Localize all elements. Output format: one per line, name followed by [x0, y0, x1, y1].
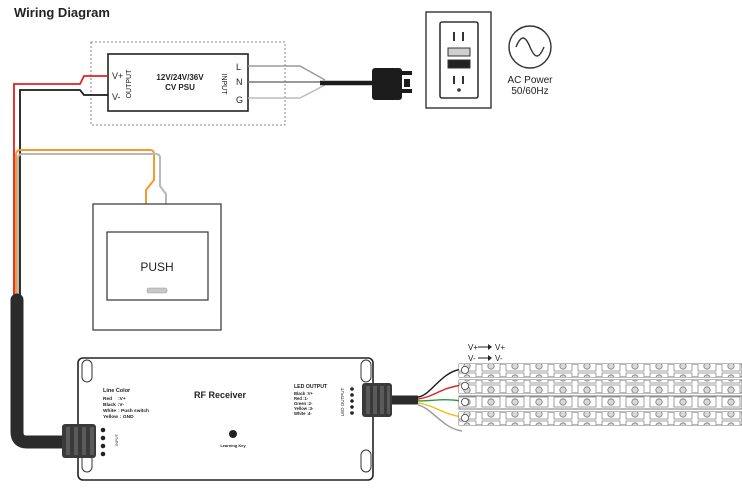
psu-l-label: L: [236, 62, 241, 72]
page-title: Wiring Diagram: [14, 5, 110, 20]
psu-name-line1: 12V/24V/36V: [156, 73, 204, 82]
ac-plug: [372, 68, 412, 100]
psu-output-label: OUTPUT: [126, 69, 133, 99]
line-color-title: Line Color: [103, 388, 131, 394]
learning-key-button[interactable]: [229, 430, 237, 438]
switch-indicator: [146, 287, 168, 294]
psu-input-label: INPUT: [220, 74, 227, 96]
cable-bundle: [10, 293, 77, 449]
psu-n-label: N: [236, 77, 243, 87]
led-output-1: Red :1-: [294, 396, 309, 401]
line-color-black: Black:V-: [103, 402, 124, 408]
led-strip-row: [458, 395, 742, 410]
led-strip-row: [458, 379, 742, 394]
led-strips: V+ V- V+ V-: [458, 343, 742, 426]
psu-to-receiver-wires: [13, 75, 108, 305]
ac-power-label: AC Power: [507, 75, 553, 86]
led-output-2: Green :2-: [294, 401, 313, 406]
switch-label: PUSH: [140, 260, 173, 274]
led-output-title: LED OUTPUT: [294, 384, 328, 390]
led-output-0: Black :V+: [294, 391, 314, 396]
receiver-body: [77, 357, 374, 481]
plug-body: [372, 68, 402, 100]
receiver-input-side-label: INPUT: [114, 433, 119, 446]
led-output-4: White :4-: [294, 411, 312, 416]
push-switch: PUSH: [92, 203, 222, 331]
led-output-side-label: LED OUTPUT: [340, 388, 345, 417]
strip-vplus-right: V+: [495, 343, 505, 352]
psu-vplus-label: V+: [112, 71, 123, 81]
output-wires: [392, 368, 463, 432]
psu-g-label: G: [236, 95, 243, 105]
led-strip-row: [458, 411, 742, 426]
power-supply: V+ V- OUTPUT 12V/24V/36V CV PSU INPUT L …: [90, 41, 286, 126]
led-strip-row: [458, 363, 742, 378]
input-gland: [62, 424, 96, 458]
strip-vplus-left: V+: [468, 343, 478, 352]
rf-receiver: INPUT Line Color Red:V+ Black:V- White: …: [62, 357, 392, 481]
receiver-title: RF Receiver: [194, 390, 247, 400]
psu-vminus-label: V-: [112, 92, 121, 102]
switch-wires: [15, 149, 167, 305]
psu-body: [107, 53, 249, 112]
ac-input-wires: [248, 65, 372, 99]
wall-outlet: [425, 11, 492, 109]
arrow-right-icon: [478, 344, 492, 350]
ac-frequency-label: 50/60Hz: [511, 86, 548, 97]
arrow-right-icon: [478, 355, 492, 361]
psu-name-line2: CV PSU: [165, 83, 195, 92]
line-color-red: Red:V+: [103, 396, 126, 402]
strip-vminus-right: V-: [495, 354, 503, 363]
ac-sine-icon: [508, 25, 552, 69]
led-output-3: Yellow :3-: [294, 406, 314, 411]
learning-key-label: Learning Key: [220, 443, 246, 448]
line-color-yellow: Yellow: GND: [103, 414, 134, 420]
line-color-white: White: Push switch: [103, 408, 149, 414]
psu-dashed-border: [90, 41, 286, 126]
strip-vminus-left: V-: [468, 354, 476, 363]
